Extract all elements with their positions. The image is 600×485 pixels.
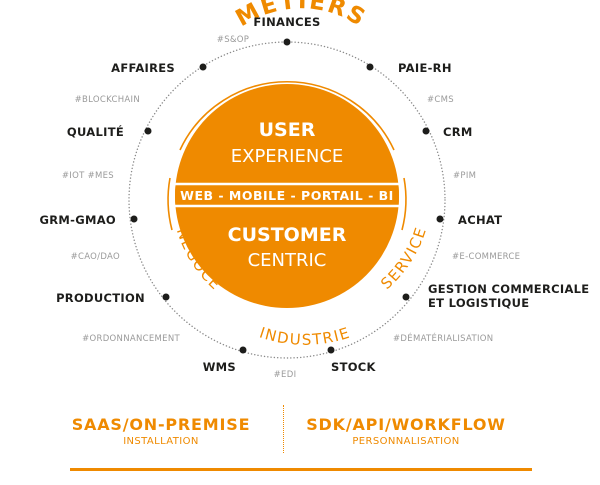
center-experience: EXPERIENCE: [231, 146, 344, 167]
footer-left-title: SAAS/ON-PREMISE: [71, 415, 251, 434]
tag-ordonnancement: #ORDONNANCEMENT: [82, 334, 180, 344]
center-user: USER: [259, 119, 316, 141]
tag-cms: #CMS: [427, 95, 454, 105]
tag-dematerialisation: #DÉMATÉRIALISATION: [393, 332, 493, 344]
tag-sop: #S&OP: [217, 35, 249, 45]
dot-finances: [283, 38, 291, 46]
dot-achat: [436, 215, 444, 223]
node-grm-gmao: GRM-GMAO: [40, 213, 116, 227]
footer-deployment: SAAS/ON-PREMISE INSTALLATION: [66, 415, 256, 447]
tag-pim: #PIM: [453, 171, 476, 181]
dot-gestion: [402, 293, 410, 301]
node-paie-rh: PAIE-RH: [398, 61, 452, 75]
center-circle: [175, 84, 399, 308]
dot-crm: [422, 127, 430, 135]
inner-ring-right-arc: [401, 177, 407, 231]
outer-dotted-ring: [128, 41, 446, 359]
tag-ecommerce: #E-COMMERCE: [452, 252, 520, 262]
tag-iot-mes: #IOT #MES: [62, 171, 114, 181]
footer-left-sub: INSTALLATION: [123, 436, 199, 447]
arc-label-industrie: INDUSTRIE: [257, 324, 353, 349]
inner-ring-top-arc: [179, 80, 395, 151]
node-achat: ACHAT: [458, 213, 502, 227]
node-affaires: AFFAIRES: [111, 61, 175, 75]
center-centric: CENTRIC: [248, 250, 327, 271]
tag-blockchain: #BLOCKCHAIN: [75, 95, 140, 105]
node-finances: FINANCES: [253, 15, 320, 29]
tag-cao-dao: #CAO/DAO: [71, 252, 120, 262]
footer-divider: [283, 405, 284, 453]
node-wms: WMS: [203, 360, 236, 374]
dot-affaires: [199, 63, 207, 71]
footer-right-sub: PERSONNALISATION: [352, 436, 460, 447]
dot-paie-rh: [366, 63, 374, 71]
tag-edi: #EDI: [274, 370, 297, 380]
footer-customization: SDK/API/WORKFLOW PERSONNALISATION: [296, 415, 516, 447]
node-gestion-2: ET LOGISTIQUE: [428, 296, 529, 310]
footer-rule: [70, 468, 532, 471]
node-production: PRODUCTION: [56, 291, 145, 305]
node-crm: CRM: [443, 125, 473, 139]
center-customer: CUSTOMER: [228, 224, 347, 246]
dot-grm-gmao: [130, 215, 138, 223]
inner-ring-left-arc: [167, 177, 173, 231]
node-dots: [130, 38, 444, 354]
footer-right-title: SDK/API/WORKFLOW: [306, 415, 506, 434]
node-gestion-1: GESTION COMMERCIALE: [428, 282, 589, 296]
node-stock: STOCK: [331, 360, 377, 374]
erp-ring-diagram: USER EXPERIENCE WEB - MOBILE - PORTAIL -…: [40, 0, 590, 380]
dot-stock: [327, 346, 335, 354]
dot-wms: [239, 346, 247, 354]
dot-production: [162, 293, 170, 301]
dot-qualite: [144, 127, 152, 135]
center-band-text: WEB - MOBILE - PORTAIL - BI: [180, 188, 394, 203]
node-qualite: QUALITÉ: [67, 124, 124, 139]
